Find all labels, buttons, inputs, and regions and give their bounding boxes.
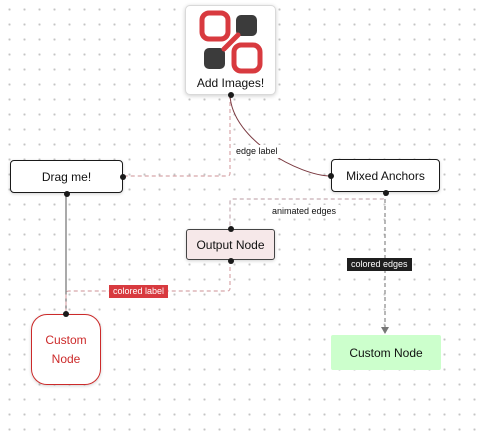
output-node-top-handle[interactable] [228, 226, 234, 232]
edge-label-plain: edge label [232, 145, 282, 158]
output-node-bottom-handle[interactable] [228, 258, 234, 264]
add-images-label: Add Images! [196, 76, 265, 90]
edge-output-to-custom-red[interactable] [65, 260, 231, 314]
edge-label-colored-edges: colored edges [347, 258, 412, 271]
output-node-label: Output Node [196, 237, 265, 252]
logo-icon [199, 10, 262, 74]
custom-node-red-line1: Custom [45, 332, 87, 347]
edge-mixed-to-output[interactable] [229, 192, 386, 229]
custom-node-green[interactable]: Custom Node [331, 335, 441, 370]
custom-node-red-line2: Node [51, 351, 81, 366]
drag-me-bottom-handle[interactable] [64, 191, 70, 197]
mixed-anchors-bottom-handle[interactable] [383, 190, 389, 196]
edge-label-animated: animated edges [268, 205, 341, 218]
add-images-node[interactable]: Add Images! [185, 5, 276, 98]
edge-label-colored: colored label [109, 285, 169, 298]
mixed-anchors-node[interactable]: Mixed Anchors [328, 159, 440, 196]
drag-me-right-handle[interactable] [120, 174, 126, 180]
images-source-handle[interactable] [228, 92, 234, 98]
custom-node-red-top-handle[interactable] [63, 311, 69, 317]
edge-images-to-mixed[interactable] [229, 94, 332, 177]
mixed-anchors-label: Mixed Anchors [346, 168, 425, 183]
drag-me-label: Drag me! [41, 169, 92, 184]
drag-me-node[interactable]: Drag me! [10, 160, 126, 197]
custom-node-red[interactable]: Custom Node [31, 311, 101, 385]
mixed-anchors-left-handle[interactable] [328, 173, 334, 179]
output-node[interactable]: Output Node [186, 226, 275, 264]
edge-images-to-drag[interactable] [123, 95, 231, 177]
custom-node-green-label: Custom Node [349, 345, 423, 360]
